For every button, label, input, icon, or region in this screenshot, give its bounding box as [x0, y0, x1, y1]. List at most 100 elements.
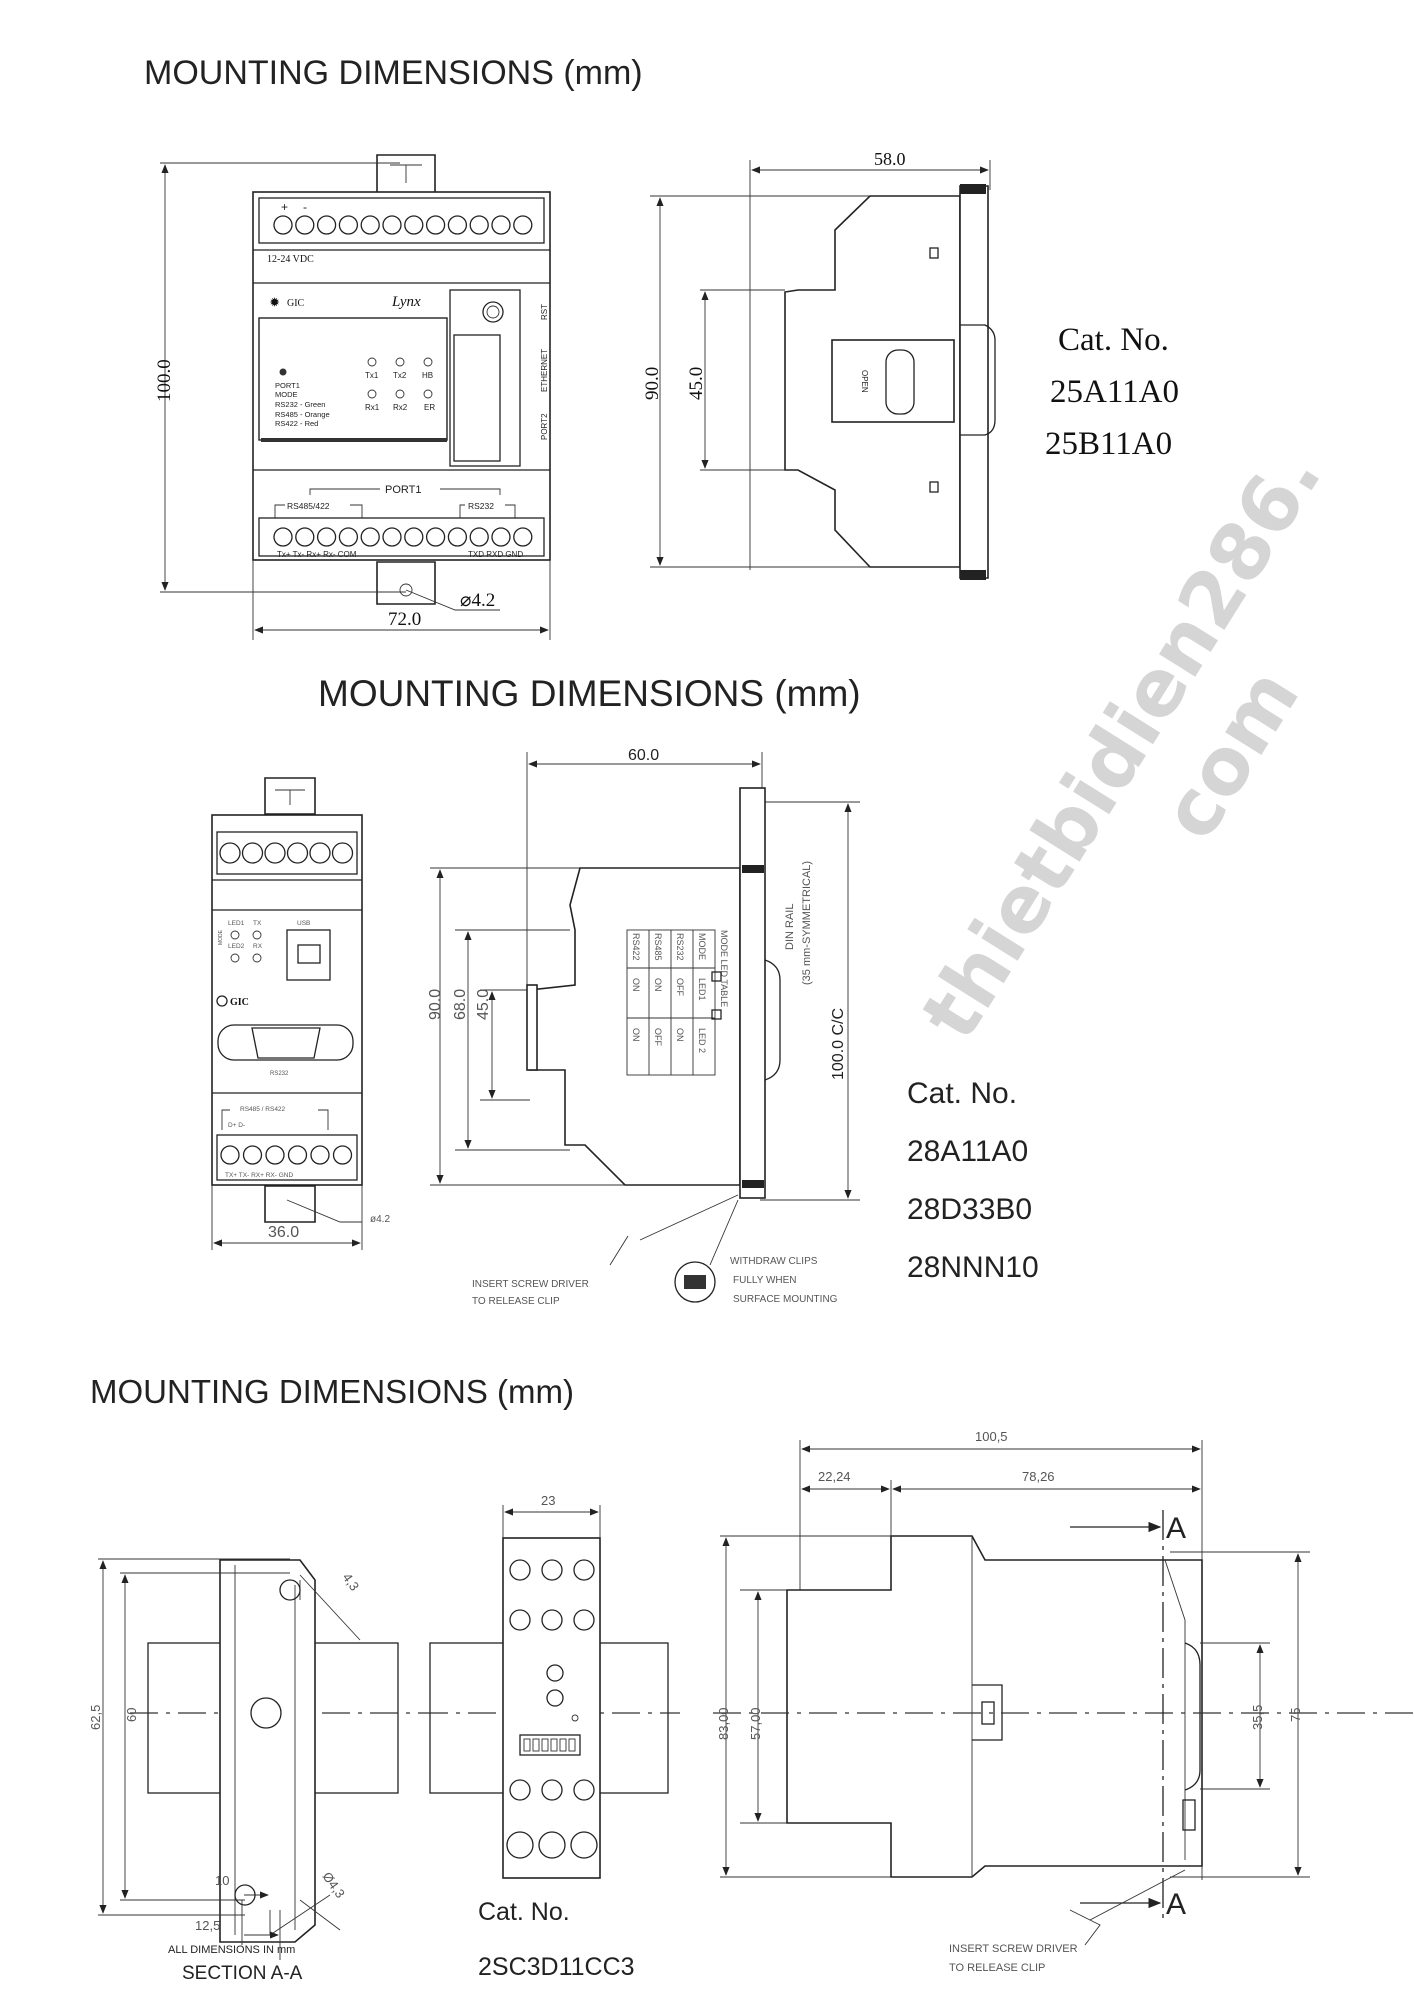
- terminal-screw-icon: [265, 1145, 285, 1165]
- terminal-screw-icon: [219, 842, 241, 864]
- screw-terminals: [506, 1559, 598, 1859]
- section-title: MOUNTING DIMENSIONS (mm): [90, 1373, 574, 1410]
- dim-hole: ⌀4.2: [460, 590, 495, 611]
- cat-number: 25A11A0: [1050, 374, 1179, 410]
- terminal-screw-icon: [295, 215, 315, 235]
- svg-text:LED2: LED2: [228, 943, 245, 950]
- cat-number: 28D33B0: [907, 1193, 1032, 1226]
- terminal-labels: TX+ TX- RX+ RX- GND: [225, 1172, 293, 1179]
- bottom-terminal-strip: [258, 517, 545, 557]
- terminal-screw-icon: [242, 1145, 263, 1165]
- screw-note: INSERT SCREW DRIVER: [949, 1943, 1078, 1955]
- side-view-relay: 100,5 22,24 78,26 83,00 57,00 35,5 75 A: [713, 1429, 1414, 1974]
- svg-text:MODE: MODE: [218, 929, 224, 945]
- relay-body: [502, 1537, 601, 1879]
- section-caption: SECTION A-A: [182, 1963, 303, 1984]
- terminal-screw-icon: [338, 527, 359, 547]
- side-labels: RST ETHERNET PORT2: [540, 304, 549, 440]
- terminal-screw-icon: [447, 215, 468, 235]
- svg-text:RS422 - Red: RS422 - Red: [275, 419, 318, 428]
- mode-led-icon: [279, 368, 287, 376]
- din-rail-spec: (35 mm-SYMMETRICAL): [801, 861, 813, 985]
- dim-height: 100.0: [154, 359, 175, 402]
- terminal-screw-icon: [309, 842, 331, 864]
- dim-35-5: 35,5: [1250, 1705, 1265, 1730]
- terminal-screw-icon: [506, 1831, 534, 1859]
- section-1: MOUNTING DIMENSIONS (mm) + - 12-24 VDC ✹…: [144, 54, 1179, 640]
- terminal-screw-icon: [331, 842, 354, 864]
- usb-port: [286, 929, 331, 981]
- section-mark: A: [1166, 1512, 1186, 1545]
- front-view-relay: 23 Cat. No. 2SC3D11CC3: [420, 1493, 680, 1981]
- dim-cc: 100.0 C/C: [830, 1008, 847, 1080]
- svg-text:LED 2: LED 2: [697, 1028, 707, 1053]
- db9-connector: [217, 1024, 354, 1061]
- dip-switch: [519, 1734, 581, 1756]
- section-title: MOUNTING DIMENSIONS (mm): [144, 54, 643, 92]
- terminal-screw-icon: [573, 1779, 595, 1801]
- front-view-converter: LED1 TX LED2 RX MODE USB GIC RS232 RS485…: [211, 777, 390, 1250]
- svg-text:ETHERNET: ETHERNET: [540, 349, 549, 392]
- catalog-numbers: Cat. No. 25A11A0 25B11A0: [1045, 322, 1179, 462]
- dim-width: 36.0: [268, 1224, 299, 1241]
- terminal-screw-icon: [360, 527, 380, 547]
- rs485-label: RS485/422: [287, 501, 330, 511]
- terminal-screw-icon: [570, 1831, 598, 1859]
- dim-depth: 58.0: [874, 149, 906, 169]
- svg-text:Rx2: Rx2: [393, 403, 408, 412]
- clip-note: WITHDRAW CLIPS: [730, 1256, 818, 1267]
- terminal-screw-icon: [295, 527, 315, 547]
- terminal-screw-icon: [332, 1145, 353, 1165]
- dim-75: 75: [1288, 1708, 1303, 1722]
- terminal-screw-icon: [338, 215, 359, 235]
- dim-hole: ø4.2: [370, 1214, 390, 1225]
- svg-text:MODE LED TABLE: MODE LED TABLE: [719, 930, 729, 1007]
- clip-icon: [674, 1261, 716, 1303]
- gic-logo: ✹: [269, 297, 280, 309]
- brand-label: GIC: [230, 997, 249, 1008]
- terminal-screw-icon: [491, 215, 511, 235]
- rail-plate: [959, 185, 989, 579]
- device-body: [211, 814, 363, 1186]
- terminal-screw-icon: [425, 215, 446, 235]
- terminal-screw-icon: [541, 1609, 563, 1631]
- svg-text:OFF: OFF: [675, 978, 685, 996]
- terminal-screw-icon: [286, 842, 309, 864]
- svg-text:ON: ON: [653, 978, 663, 992]
- terminal-screw-icon: [513, 527, 533, 547]
- dim-height: 90.0: [642, 367, 663, 400]
- screwdriver: [609, 1194, 739, 1266]
- terminal-screw-icon: [538, 1831, 566, 1859]
- svg-text:LED1: LED1: [228, 920, 245, 927]
- cat-label: Cat. No.: [1058, 322, 1169, 358]
- dim-width: 23: [541, 1493, 555, 1508]
- front-view-lynx: + - 12-24 VDC ✹ GIC Lynx PORT1 MODE RS23…: [154, 154, 551, 640]
- minus-label: -: [303, 200, 307, 214]
- bus-label: RS485 / RS422: [240, 1106, 286, 1113]
- dim-83: 83,00: [716, 1707, 731, 1740]
- cat-label: Cat. No.: [478, 1898, 570, 1926]
- db9-label: RS232: [270, 1071, 289, 1077]
- terminal-screw-icon: [491, 527, 511, 547]
- terminal-screw-icon: [360, 215, 380, 235]
- svg-text:ON: ON: [631, 1028, 641, 1042]
- top-terminals: [219, 842, 354, 864]
- clip-note: FULLY WHEN: [733, 1275, 797, 1286]
- screwdriver: [1069, 1869, 1186, 1946]
- terminal-screw-icon: [220, 1145, 240, 1165]
- model-label: Lynx: [391, 294, 421, 310]
- terminal-screw-icon: [241, 842, 264, 864]
- terminal-screw-icon: [573, 1609, 595, 1631]
- housing-section: [219, 1559, 316, 1943]
- svg-text:OFF: OFF: [653, 1028, 663, 1046]
- side-view-lynx: 58.0 90.0 45.0 OPEN: [642, 149, 996, 580]
- terminal-screw-icon: [316, 527, 337, 547]
- svg-text:RS232 - Green: RS232 - Green: [275, 400, 325, 409]
- din-clip: [1184, 1642, 1201, 1791]
- dim-mid: 68.0: [452, 989, 469, 1020]
- terminal-screw-icon: [264, 842, 286, 864]
- mode-legend: PORT1 MODE RS232 - Green RS485 - Orange …: [275, 381, 330, 428]
- dim-top-hole: 4,3: [340, 1570, 363, 1593]
- svg-text:PORT2: PORT2: [540, 413, 549, 440]
- dim-depth: 60.0: [628, 747, 659, 764]
